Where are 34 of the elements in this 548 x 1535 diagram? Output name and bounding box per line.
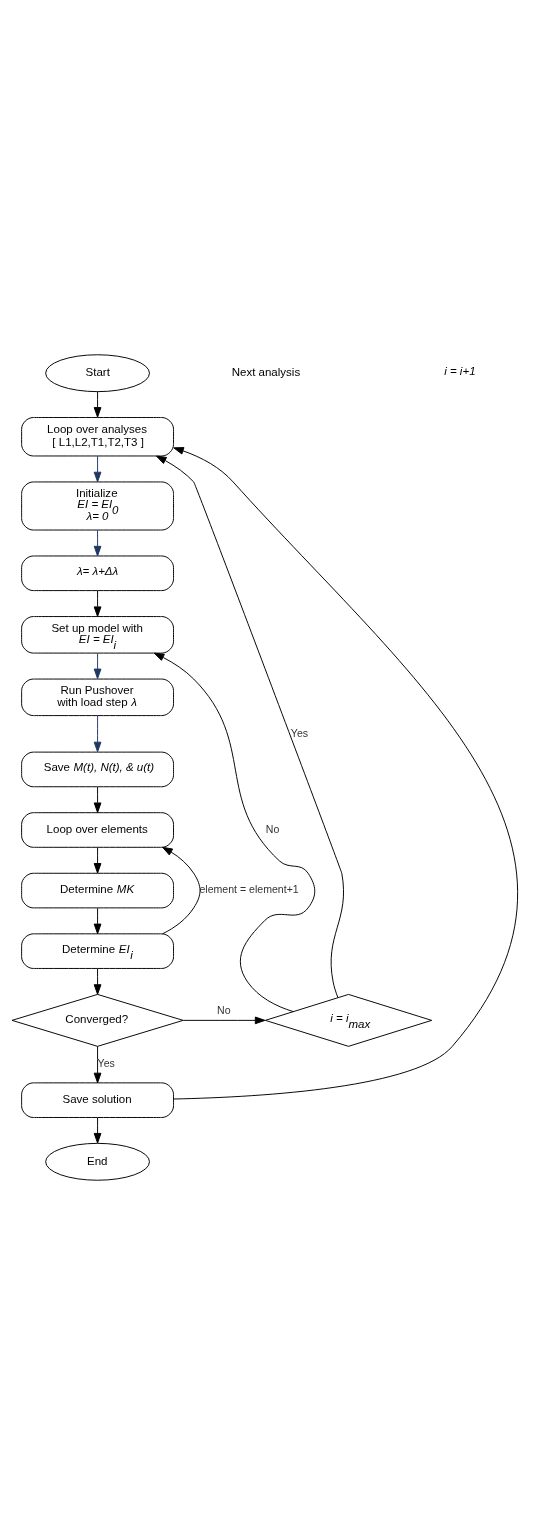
- label: Next analysis: [231, 366, 301, 379]
- arrow: [155, 455, 344, 999]
- edge-label: Yes: [290, 726, 309, 739]
- arrow: [93, 529, 102, 557]
- node-box: Save solution: [21, 1082, 174, 1118]
- edge-label: No: [217, 1004, 231, 1017]
- arrow: [93, 391, 102, 418]
- arrow: [93, 590, 102, 617]
- arrow: [93, 455, 102, 483]
- arrow: [93, 1117, 102, 1144]
- arrow: [93, 786, 102, 814]
- arrow: [93, 847, 102, 874]
- node-box: Loop over elements: [21, 812, 174, 848]
- node-diamond: Converged?: [11, 993, 184, 1047]
- edge-label: No: [265, 822, 280, 835]
- arrow: [182, 1016, 266, 1025]
- arrow: [153, 652, 316, 1013]
- arrow: [93, 715, 102, 753]
- node-box: Save M(t), N(t), & u(t): [21, 751, 174, 788]
- label: i = i+1: [444, 365, 476, 378]
- edge-label: element = element+1: [199, 883, 299, 896]
- arrow: [162, 846, 201, 935]
- arrow: [93, 1045, 102, 1084]
- node-box: Run Pushover with load step λ: [21, 678, 174, 717]
- node-box: Loop over analyses [ L1,L2,T1,T2,T3 ]: [21, 417, 174, 457]
- node-ellipse: Start: [45, 354, 150, 393]
- node-box: Determine MK: [21, 872, 174, 909]
- arrow: [93, 652, 102, 680]
- arrow: [93, 907, 102, 935]
- edge-label: Yes: [97, 1057, 115, 1070]
- node-box: λ= λ+Δλ: [21, 555, 174, 592]
- arrow: [93, 968, 102, 995]
- node-ellipse: End: [45, 1142, 150, 1181]
- arrow: [173, 447, 518, 1100]
